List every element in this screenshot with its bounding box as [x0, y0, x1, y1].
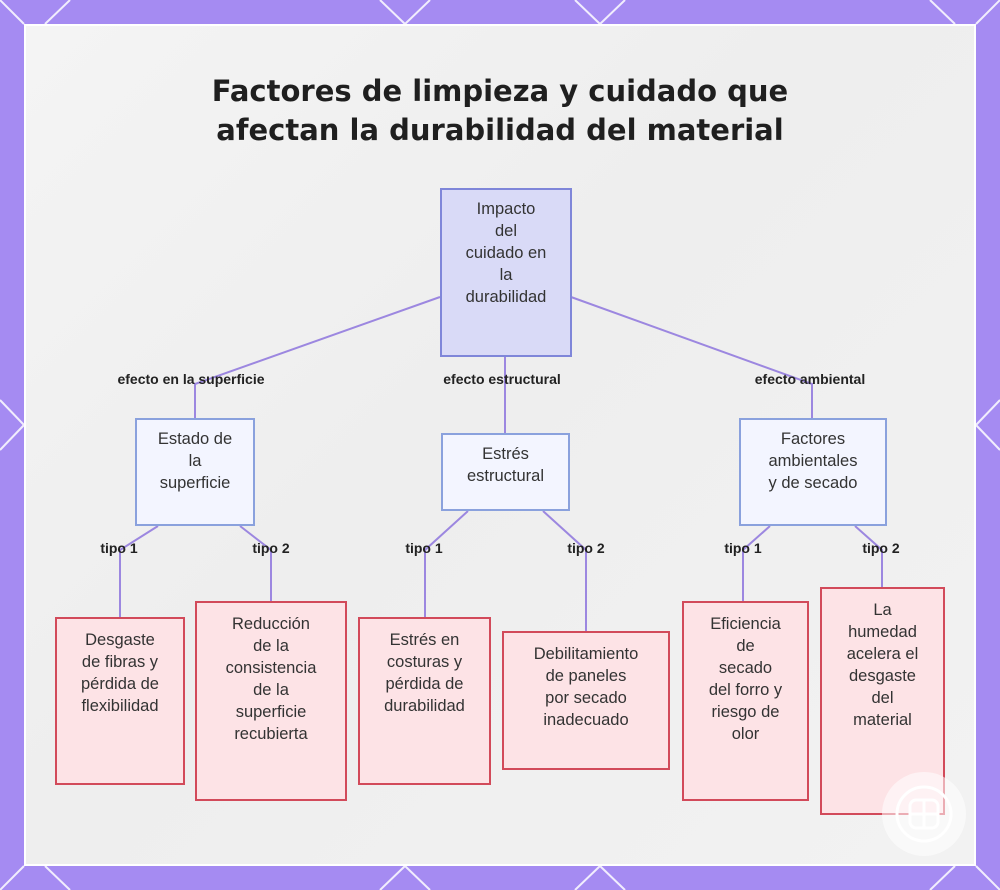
node-line: secado	[718, 659, 773, 677]
title-line-1: Factores de limpieza y cuidado que	[211, 74, 789, 108]
node-line: la	[188, 452, 202, 470]
node-line: superficie	[159, 474, 231, 492]
edge-label-surface-effect: efecto en la superficie	[117, 371, 265, 387]
edge-environmental-drying	[742, 525, 771, 602]
edge-environmental-humidity	[854, 525, 883, 588]
node-panel-weakening[interactable]: Debilitamiento de paneles por secado ina…	[502, 631, 670, 770]
node-line: acelera el	[846, 645, 919, 663]
node-line: Estrés	[482, 445, 529, 463]
edge-surface-coating	[239, 525, 272, 602]
edge-label-surface-type1: tipo 1	[100, 540, 138, 556]
node-line: Factores	[780, 430, 846, 448]
node-line: Impacto	[476, 200, 536, 218]
node-line: consistencia	[225, 659, 317, 677]
node-line: cuidado en	[465, 244, 547, 262]
node-line: de la	[253, 637, 289, 655]
node-line: Desgaste	[85, 631, 155, 649]
edge-label-environmental-type2: tipo 2	[862, 540, 900, 556]
edge-label-environmental-effect: efecto ambiental	[754, 371, 866, 387]
edge-structural-panel	[542, 510, 587, 632]
edge-root-surface	[194, 296, 441, 418]
node-line: de fibras y	[81, 653, 159, 671]
node-line: superficie	[235, 703, 307, 721]
diagram-title: Factores de limpieza y cuidado que afect…	[0, 72, 1000, 150]
node-root-impact[interactable]: Impacto del cuidado en la durabilidad	[440, 188, 572, 357]
node-line: de la	[253, 681, 289, 699]
node-line: Estrés en	[389, 631, 460, 649]
node-line: Estado de	[157, 430, 233, 448]
node-line: estructural	[466, 467, 545, 485]
edge-label-environmental-type1: tipo 1	[724, 540, 762, 556]
node-line: inadecuado	[543, 711, 629, 729]
node-line: pérdida de	[385, 675, 464, 693]
node-drying-efficiency[interactable]: Eficiencia de secado del forro y riesgo …	[682, 601, 809, 801]
node-line: del	[494, 222, 518, 240]
node-line: y de secado	[768, 474, 858, 492]
edge-root-environmental	[570, 296, 813, 418]
node-line: La	[873, 601, 892, 619]
node-line: durabilidad	[384, 697, 465, 715]
edge-surface-fiber	[119, 525, 159, 618]
node-line: recubierta	[234, 725, 308, 743]
node-line: la	[499, 266, 513, 284]
node-line: Reducción	[232, 615, 310, 633]
node-surface-state[interactable]: Estado de la superficie	[135, 418, 255, 526]
node-line: de paneles	[545, 667, 627, 685]
node-fiber-wear[interactable]: Desgaste de fibras y pérdida de flexibil…	[55, 617, 185, 785]
node-line: ambientales	[768, 452, 858, 470]
grid-app-icon[interactable]	[882, 772, 966, 856]
node-line: desgaste	[849, 667, 916, 685]
node-line: riesgo de	[711, 703, 780, 721]
edge-label-structural-type2: tipo 2	[567, 540, 605, 556]
node-line: Debilitamiento	[533, 645, 639, 663]
node-seam-stress[interactable]: Estrés en costuras y pérdida de durabili…	[358, 617, 491, 785]
node-line: Eficiencia	[710, 615, 781, 633]
node-line: por secado	[545, 689, 627, 707]
node-line: humedad	[848, 623, 917, 641]
node-environmental-factors[interactable]: Factores ambientales y de secado	[739, 418, 887, 526]
node-structural-stress[interactable]: Estrés estructural	[441, 433, 570, 511]
node-line: de	[736, 637, 755, 655]
edge-structural-seam	[424, 510, 469, 618]
node-line: flexibilidad	[81, 697, 159, 715]
edge-label-structural-effect: efecto estructural	[443, 371, 561, 387]
title-line-2: afectan la durabilidad del material	[216, 113, 784, 147]
node-line: costuras y	[386, 653, 463, 671]
node-line: durabilidad	[465, 288, 547, 306]
node-line: pérdida de	[81, 675, 159, 693]
edge-label-structural-type1: tipo 1	[405, 540, 443, 556]
node-line: del forro y	[708, 681, 783, 699]
node-line: olor	[731, 725, 760, 743]
grid-app-icon-glyph	[895, 785, 953, 843]
node-coating-reduction[interactable]: Reducción de la consistencia de la super…	[195, 601, 347, 801]
node-line: del	[871, 689, 894, 707]
node-line: material	[853, 711, 912, 729]
edge-label-surface-type2: tipo 2	[252, 540, 290, 556]
